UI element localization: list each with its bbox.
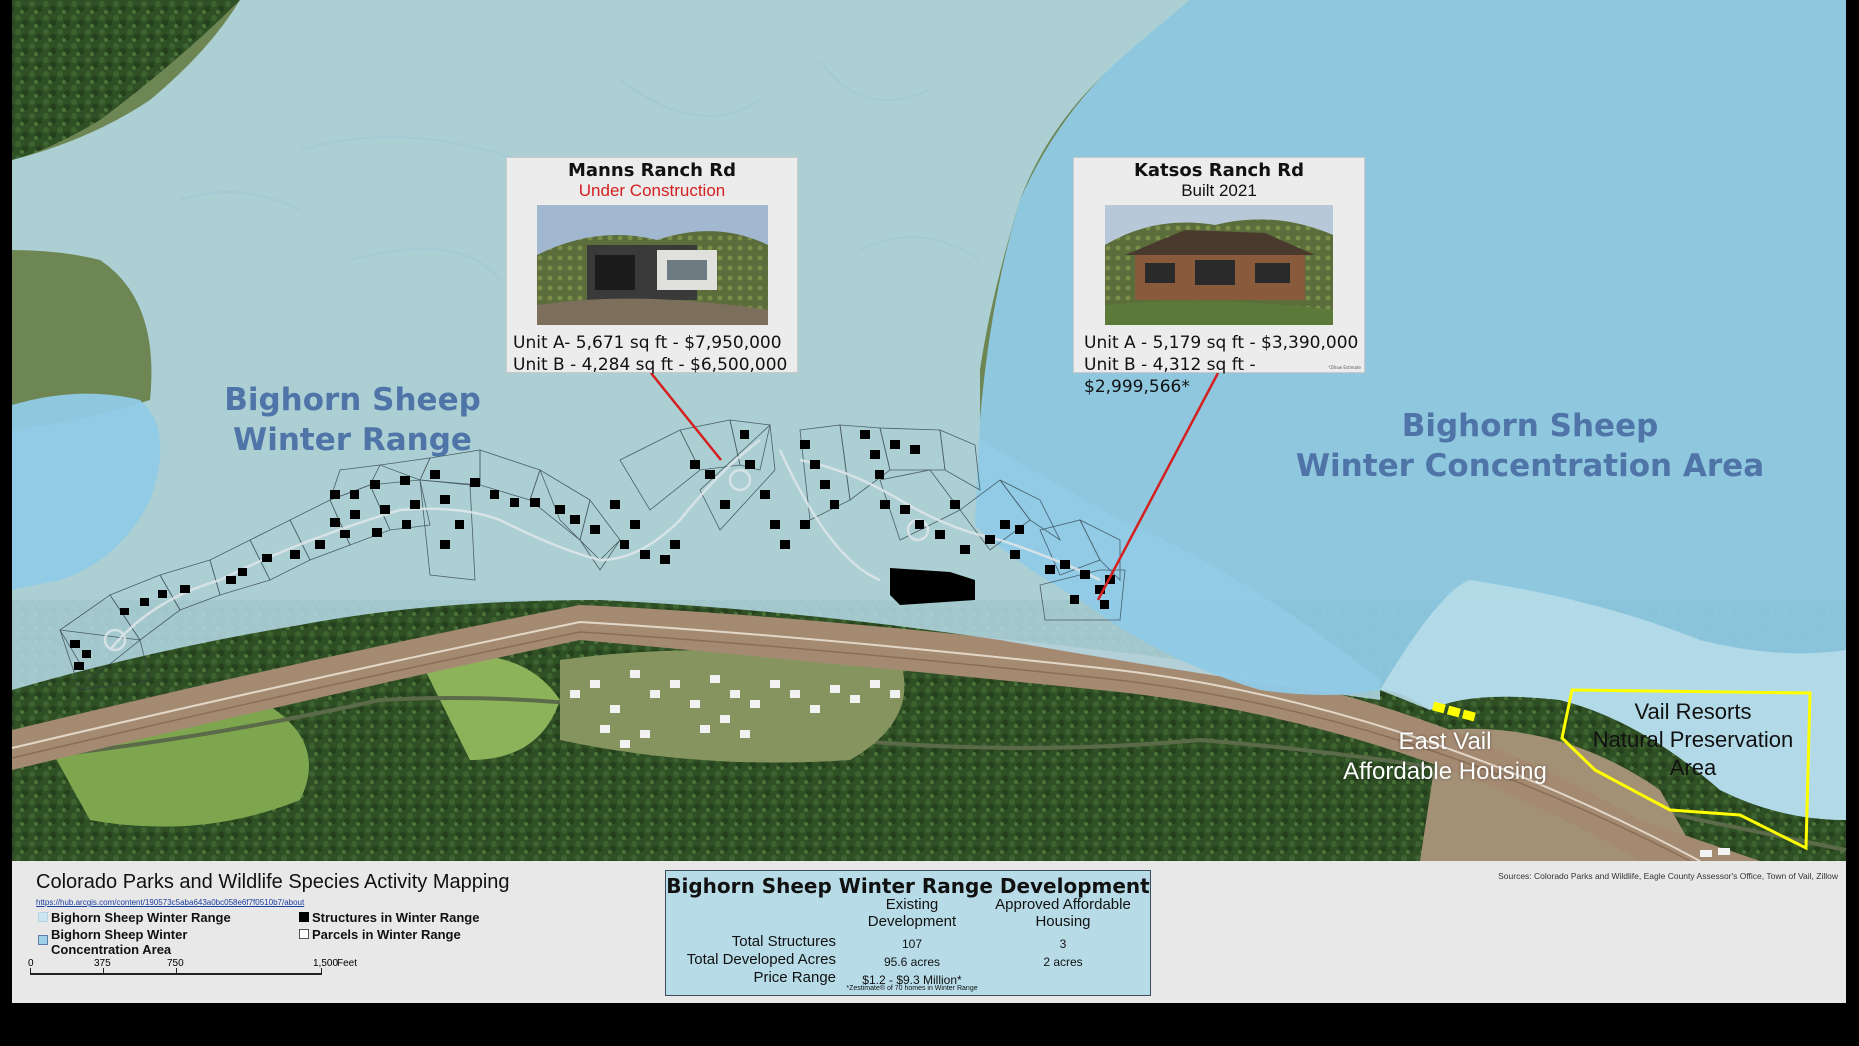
- manns-pointer-line: [650, 372, 722, 461]
- swatch-structures: [299, 912, 309, 922]
- cell-structures-existing: 107: [901, 937, 923, 951]
- row-label-acres: Total Developed Acres: [686, 951, 836, 968]
- scale-tick-1500: 1,500: [313, 958, 339, 969]
- unit-b: Unit B - 4,312 sq ft - $2,999,566*: [1084, 355, 1256, 397]
- row-label-structures: Total Structures: [731, 933, 836, 950]
- local-roads: [103, 439, 1101, 652]
- unit-b: Unit B - 4,284 sq ft - $6,500,000: [513, 355, 788, 375]
- column-existing: Existing Development: [867, 896, 957, 930]
- cell-structures-affordable: 3: [1059, 937, 1067, 951]
- row-label-price: Price Range: [753, 969, 836, 986]
- unit-list: Unit A - 5,179 sq ft - $3,390,000 Unit B…: [1074, 332, 1364, 398]
- katsos-pointer-line: [1096, 372, 1220, 601]
- callout-title: Katsos Ranch Rd: [1133, 160, 1305, 181]
- unit-list: Unit A- 5,671 sq ft - $7,950,000 Unit B …: [507, 332, 797, 376]
- column-affordable: Approved Affordable Housing: [995, 896, 1131, 930]
- swatch-winter-range: [38, 912, 48, 922]
- winter-range-label: Bighorn Sheep Winter Range: [224, 382, 481, 458]
- manns-ranch-callout: Manns Ranch Rd Under Construction Unit A…: [506, 157, 798, 376]
- preservation-area-outline: [1560, 688, 1812, 851]
- zillow-note: *Zillow Estimate: [1328, 365, 1361, 370]
- unit-a: Unit A - 5,179 sq ft - $3,390,000: [1084, 333, 1359, 353]
- unit-a: Unit A- 5,671 sq ft - $7,950,000: [513, 333, 782, 353]
- north-forest: [12, 0, 240, 160]
- structures-in-range: [70, 430, 1115, 670]
- callout-status: Built 2021: [1181, 181, 1257, 200]
- bottom-bar: [0, 1010, 1859, 1046]
- callout-title: Manns Ranch Rd: [568, 160, 736, 181]
- vail-resorts-label: Vail Resorts Natural Preservation Area: [1592, 699, 1794, 780]
- table-footnote: *Zestimate® of 70 homes in Winter Range: [846, 985, 978, 992]
- sources-text: Sources: Colorado Parks and Wildlife, Ea…: [1498, 871, 1838, 881]
- scale-unit: Feet: [337, 958, 358, 969]
- swatch-concentration-area: [38, 935, 48, 945]
- concentration-area-label: Bighorn Sheep Winter Concentration Area: [1295, 408, 1765, 484]
- south-houses: [570, 670, 1730, 857]
- table-title: Bighorn Sheep Winter Range Development: [666, 874, 1150, 898]
- katsos-ranch-callout: Katsos Ranch Rd Built 2021 Unit A - 5,17…: [1073, 157, 1365, 397]
- legend-parcels: Parcels in Winter Range: [299, 927, 461, 942]
- house-photo: [1105, 205, 1333, 325]
- scale-tick-750: 750: [167, 958, 184, 969]
- scale-tick-0: 0: [28, 958, 34, 969]
- summary-table: Bighorn Sheep Winter Range Development E…: [665, 870, 1151, 996]
- cell-price-existing: $1.2 - $9.3 Million*: [862, 973, 962, 987]
- callout-status: Under Construction: [578, 181, 726, 200]
- house-photo: [536, 205, 768, 325]
- east-vail-label: East Vail Affordable Housing: [1343, 728, 1547, 785]
- legend-concentration-area: Bighorn Sheep Winter Concentration Area: [38, 927, 228, 957]
- concentration-area-left: [12, 393, 161, 590]
- legend-title: Colorado Parks and Wildlife Species Acti…: [36, 871, 510, 893]
- scale-bar: 0 375 750 1,500 Feet: [28, 958, 357, 983]
- affordable-housing-parcels: [1431, 701, 1476, 722]
- legend-structures: Structures in Winter Range: [299, 910, 479, 925]
- scale-tick-375: 375: [94, 958, 111, 969]
- source-link[interactable]: https://hub.arcgis.com/content/190573c5a…: [36, 898, 305, 907]
- legend-winter-range: Bighorn Sheep Winter Range: [38, 910, 231, 925]
- cell-acres-existing: 95.6 acres: [883, 955, 941, 969]
- winter-range-right-sliver: [1380, 580, 1846, 820]
- cell-acres-affordable: 2 acres: [1043, 955, 1083, 969]
- swatch-parcels: [299, 929, 309, 939]
